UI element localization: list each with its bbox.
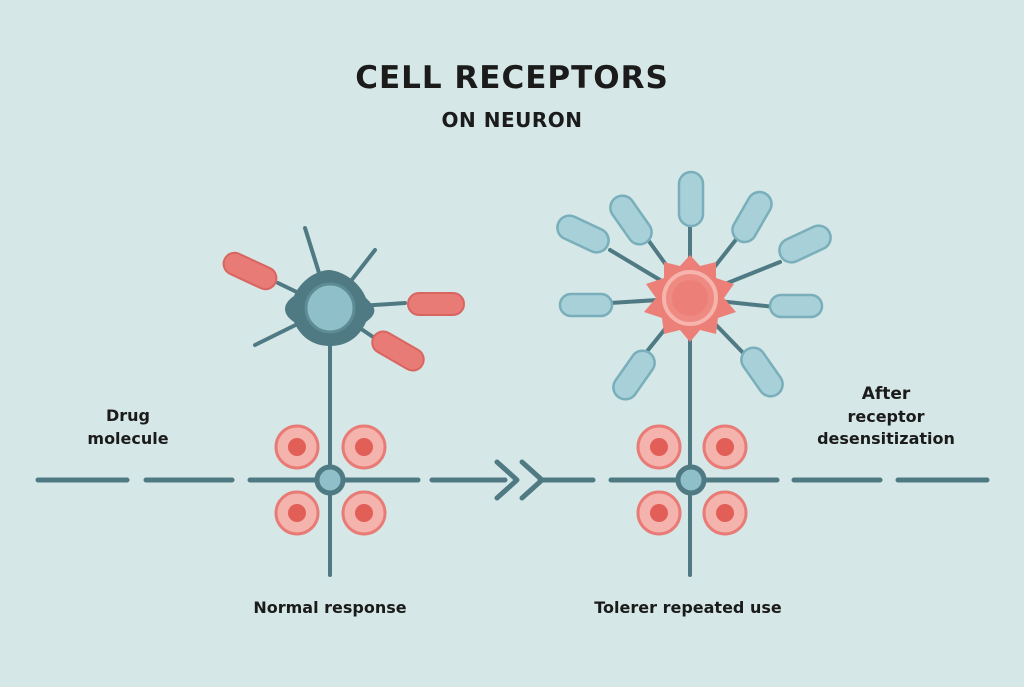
junction-node [675, 464, 707, 496]
receptor-capsule [778, 224, 832, 264]
drug-molecule-capsule [222, 251, 278, 291]
receptor-capsule [558, 292, 614, 318]
membrane-junction-right [636, 424, 748, 536]
neuron-normal [222, 226, 465, 577]
drug-molecule-capsule [407, 292, 465, 316]
label-normal-response: Normal response [253, 598, 407, 617]
label-after-line1: After [861, 384, 911, 404]
diagram-subtitle: ON NEURON [441, 108, 583, 132]
chevron-arrow-icon [494, 459, 545, 501]
label-drug-line2: molecule [87, 429, 169, 448]
receptor-capsule [731, 190, 773, 244]
label-after-line3: desensitization [817, 429, 955, 448]
neuron-desensitized [556, 170, 832, 577]
receptor-capsule [768, 293, 824, 319]
receptor-capsule [740, 346, 784, 398]
receptor-capsule [609, 194, 653, 246]
receptor-capsule [612, 349, 656, 401]
nucleus [304, 282, 356, 334]
label-after-line2: receptor [847, 407, 925, 426]
junction-node [314, 464, 346, 496]
membrane-junction-left [274, 424, 387, 536]
label-tolerance: Tolerer repeated use [594, 598, 782, 617]
receptor-capsule [556, 214, 610, 254]
label-drug-line1: Drug [105, 406, 150, 425]
receptor-capsule [677, 170, 705, 228]
drug-molecule-capsule [371, 330, 425, 372]
diagram-title: CELL RECEPTORS [355, 60, 669, 96]
